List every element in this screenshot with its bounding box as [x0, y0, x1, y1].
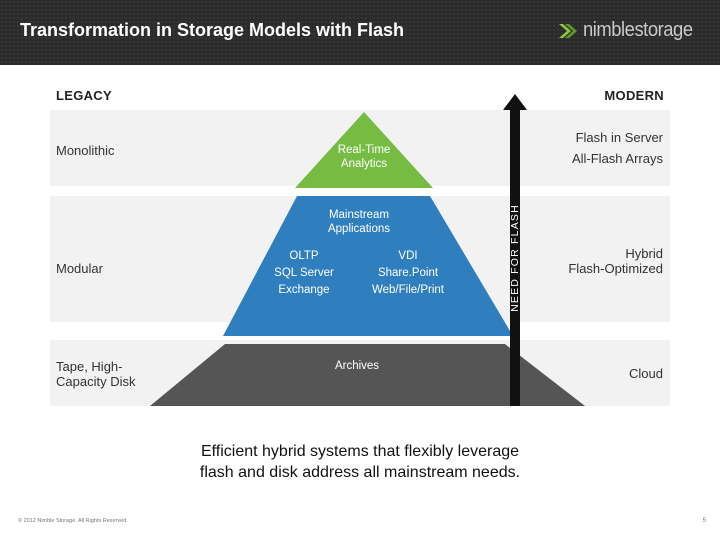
label-tape-line2: Capacity Disk — [56, 374, 136, 389]
pyramid-vdi-text: VDI Share.Point Web/File/Print — [362, 248, 454, 299]
label-cloud: Cloud — [629, 366, 663, 381]
pyramid-middle-line1: Mainstream — [328, 209, 390, 221]
pyramid-oltp-line3: Exchange — [278, 284, 330, 296]
pyramid-top-line2: Analytics — [340, 158, 388, 170]
pyramid-vdi-line1: VDI — [398, 250, 418, 262]
pyramid-top-layer — [295, 112, 433, 188]
arrow-head-icon — [503, 94, 527, 110]
nimble-chevron-icon — [558, 23, 577, 38]
pyramid-top-text: Real-Time Analytics — [324, 143, 404, 171]
slide-title: Transformation in Storage Models with Fl… — [20, 20, 405, 40]
legacy-heading: LEGACY — [56, 88, 112, 103]
label-hybrid-line2: Flash-Optimized — [568, 261, 663, 276]
pyramid-vdi-line3: Web/File/Print — [371, 284, 444, 296]
label-modular: Modular — [56, 261, 103, 276]
pyramid-middle-line2: Applications — [327, 223, 390, 235]
modern-heading: MODERN — [604, 88, 664, 103]
caption: Efficient hybrid systems that flexibly l… — [150, 441, 570, 483]
caption-line2: flash and disk address all mainstream ne… — [199, 464, 521, 481]
brand-logo: nimblestorage — [557, 19, 702, 42]
label-all-flash-arrays: All-Flash Arrays — [571, 151, 663, 166]
label-tape-line1: Tape, High- — [56, 359, 123, 374]
pyramid-oltp-text: OLTP SQL Server Exchange — [262, 248, 346, 299]
label-tape: Tape, High- Capacity Disk — [56, 359, 135, 389]
pyramid-bottom-text: Archives — [334, 360, 380, 372]
page-number: 5 — [702, 518, 706, 524]
logo-text: nimblestorage — [582, 19, 693, 41]
pyramid-vdi-line2: Share.Point — [377, 267, 439, 279]
pyramid-oltp-line1: OLTP — [289, 250, 319, 262]
pyramid-middle-layer — [223, 196, 513, 336]
label-hybrid: Hybrid Flash-Optimized — [568, 246, 663, 276]
label-monolithic: Monolithic — [56, 143, 115, 158]
header-bar: Transformation in Storage Models with Fl… — [0, 0, 720, 65]
need-for-flash-label: NEED FOR FLASH — [509, 204, 521, 312]
need-for-flash-arrow-shaft — [510, 108, 520, 406]
label-hybrid-line1: Hybrid — [625, 246, 663, 261]
copyright-notice: © 2012 Nimble Storage. All Rights Reserv… — [18, 518, 128, 524]
label-flash-arrays: Flash in Server All-Flash Arrays — [572, 127, 663, 169]
label-flash-in-server: Flash in Server — [575, 130, 663, 145]
caption-line1: Efficient hybrid systems that flexibly l… — [200, 443, 520, 460]
pyramid-bottom-layer — [150, 344, 585, 406]
pyramid-oltp-line2: SQL Server — [274, 267, 334, 279]
pyramid-top-line1: Real-Time — [337, 144, 391, 156]
pyramid-middle-text: Mainstream Applications — [313, 208, 405, 236]
